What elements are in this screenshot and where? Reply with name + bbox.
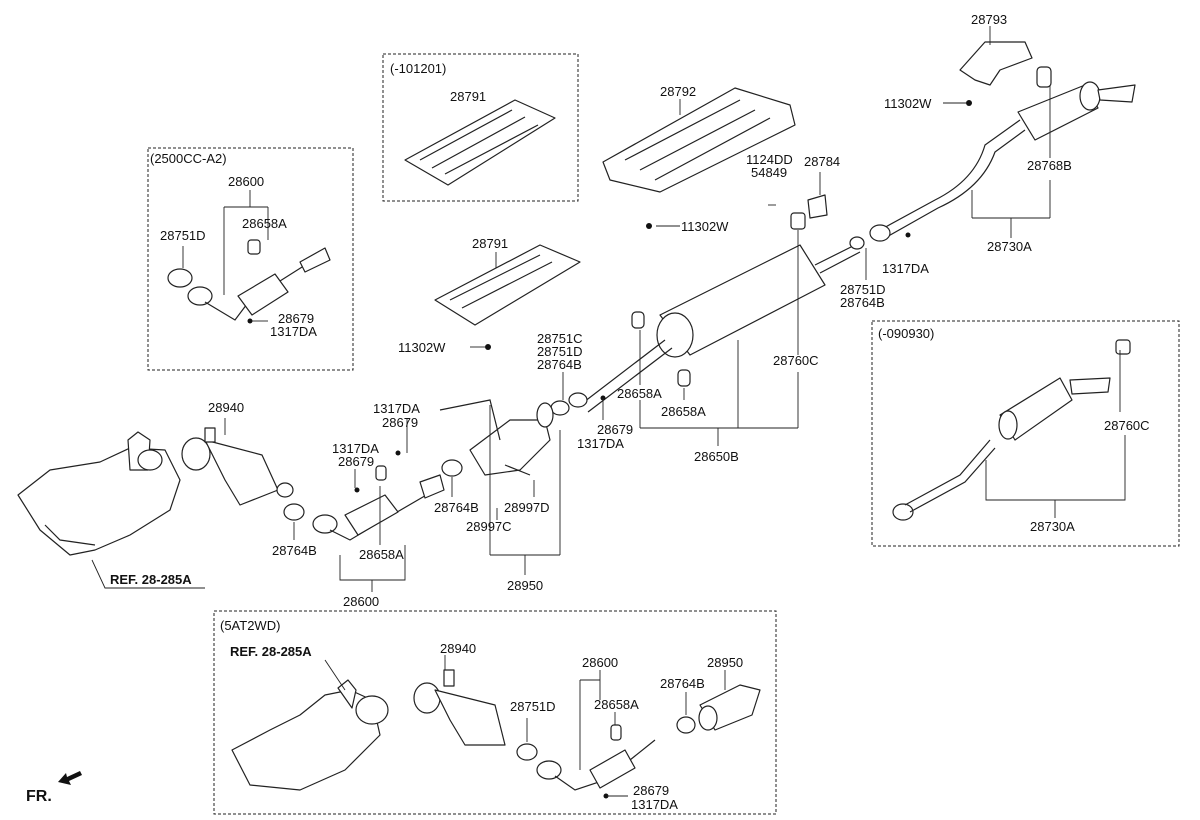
front-pipe-28600-2500cc bbox=[167, 239, 331, 324]
front-arrow-icon bbox=[58, 771, 82, 785]
part-label: 28679 bbox=[338, 454, 374, 469]
heat-shield-28791-upper bbox=[404, 99, 556, 186]
part-label: 1124DD bbox=[746, 152, 793, 167]
part-label: 28997C bbox=[466, 519, 512, 534]
part-label: 1317DA bbox=[577, 436, 624, 451]
part-label: 28764B bbox=[660, 676, 705, 691]
reference-label: REF. 28-285A bbox=[110, 572, 192, 587]
part-label: 11302W bbox=[884, 96, 932, 111]
turbo-manifold-main bbox=[17, 431, 181, 556]
part-label: 1317DA bbox=[631, 797, 678, 812]
reference-label: REF. 28-285A bbox=[230, 644, 312, 659]
leader-lines bbox=[91, 26, 1126, 797]
part-labels: (2500CC-A2) (-101201) (-090930) (5AT2WD)… bbox=[26, 12, 1150, 812]
gasket-28751d-center bbox=[550, 392, 606, 416]
group-label-2500cc: (2500CC-A2) bbox=[150, 151, 227, 166]
part-label: 28751D bbox=[160, 228, 206, 243]
part-label: 28730A bbox=[987, 239, 1032, 254]
part-label: 28751D bbox=[537, 344, 583, 359]
part-label: 28768B bbox=[1027, 158, 1072, 173]
part-label: 1317DA bbox=[332, 441, 379, 456]
group-label-101201: (-101201) bbox=[390, 61, 446, 76]
part-label: 28764B bbox=[537, 357, 582, 372]
part-label: 1317DA bbox=[373, 401, 420, 416]
part-label: 28940 bbox=[440, 641, 476, 656]
part-label: 28764B bbox=[434, 500, 479, 515]
part-label: 54849 bbox=[751, 165, 787, 180]
part-label: 28650B bbox=[694, 449, 739, 464]
group-label-090930: (-090930) bbox=[878, 326, 934, 341]
dpf-28950-5at bbox=[676, 684, 761, 734]
heat-shield-28793 bbox=[959, 41, 1033, 86]
part-label: 28679 bbox=[597, 422, 633, 437]
rear-muffler-28730a-alt bbox=[892, 339, 1131, 521]
group-box-090930 bbox=[871, 320, 1180, 547]
part-label: 28793 bbox=[971, 12, 1007, 27]
rear-muffler-28730a bbox=[869, 81, 1136, 242]
part-label: 1317DA bbox=[270, 324, 317, 339]
part-label: 1317DA bbox=[882, 261, 929, 276]
part-label: 28658A bbox=[359, 547, 404, 562]
part-label: 28997D bbox=[504, 500, 550, 515]
part-label: 28679 bbox=[278, 311, 314, 326]
group-box-5at2wd bbox=[213, 610, 777, 815]
part-label: 28940 bbox=[208, 400, 244, 415]
part-label: 28658A bbox=[242, 216, 287, 231]
part-label: 28791 bbox=[472, 236, 508, 251]
heat-shield-28792 bbox=[602, 87, 796, 193]
part-label: 11302W bbox=[398, 340, 446, 355]
gasket-rear bbox=[790, 194, 911, 250]
gasket-28751d-5at bbox=[516, 743, 538, 761]
part-label: 28950 bbox=[707, 655, 743, 670]
part-label: 28658A bbox=[661, 404, 706, 419]
group-box-101201 bbox=[382, 53, 579, 202]
part-label: 28784 bbox=[804, 154, 840, 169]
part-label: 28760C bbox=[1104, 418, 1150, 433]
part-label: 28751C bbox=[537, 331, 583, 346]
front-pipe-28600-main bbox=[312, 450, 445, 541]
part-label: 28600 bbox=[582, 655, 618, 670]
dpf-28950-main bbox=[439, 399, 554, 477]
part-label: 28751D bbox=[840, 282, 886, 297]
part-label: 28764B bbox=[272, 543, 317, 558]
part-label: 28950 bbox=[507, 578, 543, 593]
part-label: 28751D bbox=[510, 699, 556, 714]
part-label: 28600 bbox=[228, 174, 264, 189]
part-label: 28730A bbox=[1030, 519, 1075, 534]
gasket-28764b-front bbox=[283, 503, 305, 521]
group-box-2500cc bbox=[147, 147, 354, 371]
part-label: 28792 bbox=[660, 84, 696, 99]
part-label: 28600 bbox=[343, 594, 379, 609]
heat-shield-28791-lower bbox=[434, 244, 581, 326]
part-label: 28791 bbox=[450, 89, 486, 104]
hanger-28658a-center bbox=[631, 311, 691, 387]
group-label-5at2wd: (5AT2WD) bbox=[220, 618, 280, 633]
turbo-manifold-5at bbox=[231, 679, 389, 791]
center-muffler-28650b bbox=[579, 244, 861, 413]
front-pipe-28600-5at bbox=[536, 724, 656, 799]
part-label: 28658A bbox=[617, 386, 662, 401]
hanger-28768b bbox=[1036, 66, 1052, 88]
part-label: 28679 bbox=[633, 783, 669, 798]
bolt-11302w bbox=[485, 100, 972, 350]
part-label: 28760C bbox=[773, 353, 819, 368]
part-label: 28679 bbox=[382, 415, 418, 430]
part-label: 28658A bbox=[594, 697, 639, 712]
catalyst-28940-5at bbox=[413, 669, 506, 746]
part-label: 11302W bbox=[681, 219, 729, 234]
catalyst-28940-main bbox=[181, 427, 294, 506]
front-direction-label: FR. bbox=[26, 788, 52, 805]
part-label: 28764B bbox=[840, 295, 885, 310]
